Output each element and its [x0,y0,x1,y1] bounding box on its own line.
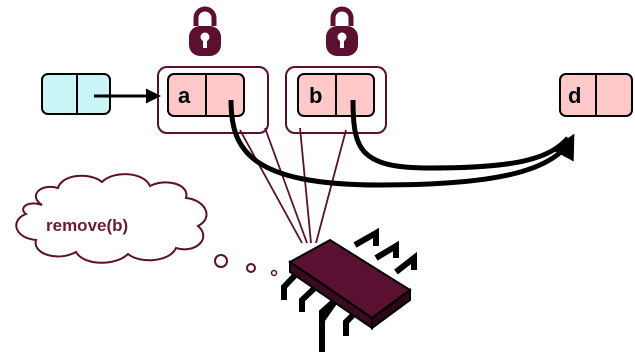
node-a-label: a [178,83,191,108]
b-to-d-pointer [350,99,570,171]
a-to-d-pointer [228,99,575,188]
node-b-label: b [309,83,322,108]
lock-icon [326,6,358,56]
node-b: b [297,73,375,117]
node-b-lock-outline [285,66,387,134]
thought-text: remove(b) [46,216,128,235]
thought-cloud-icon: remove(b) [15,173,208,264]
node-d: d [559,73,633,117]
thought-bubble-small [270,269,278,277]
lock-icon [189,6,221,56]
thought-bubble-large [214,254,228,268]
thought-bubble-medium [246,263,256,273]
head-node [41,73,111,115]
node-a: a [167,73,245,117]
node-d-label: d [568,83,581,108]
processor-chip-icon [281,227,417,352]
processor-wires [239,127,347,244]
